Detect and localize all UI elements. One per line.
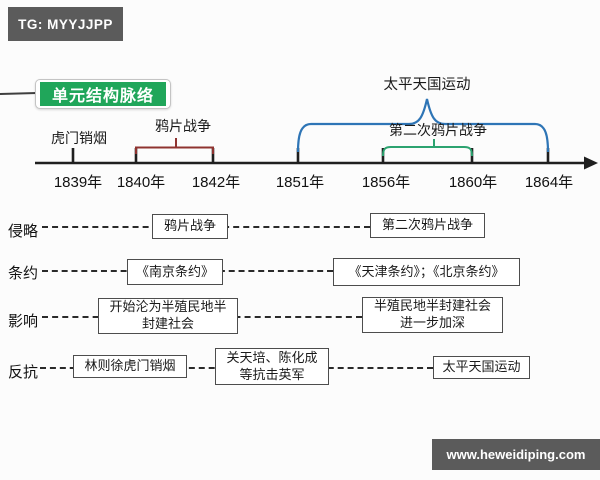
watermark-top-badge: TG: MYYJJPP bbox=[8, 7, 123, 41]
box-line: 太平天国运动 bbox=[442, 359, 521, 375]
year-label-1851: 1851年 bbox=[275, 174, 325, 191]
box-semi-colonial-deepen: 半殖民地半封建社会 进一步加深 bbox=[362, 297, 503, 333]
box-line: 等抗击英军 bbox=[239, 366, 305, 382]
opium-war-label: 鸦片战争 bbox=[155, 118, 211, 134]
opium-war-bracket bbox=[135, 138, 214, 154]
box-semi-colonial-begin: 开始沦为半殖民地半 封建社会 bbox=[98, 298, 238, 334]
taiping-label: 太平天国运动 bbox=[383, 77, 471, 93]
timeline-ticks bbox=[71, 148, 550, 163]
year-label-1840: 1840年 bbox=[116, 174, 166, 191]
unit-title-node: 单元结构脉络 bbox=[35, 79, 171, 109]
box-guan-tianpei: 关天培、陈化成 等抗击英军 bbox=[215, 348, 329, 385]
box-line: 关天培、陈化成 bbox=[226, 349, 318, 365]
year-label-1842: 1842年 bbox=[191, 174, 241, 191]
year-label-1860: 1860年 bbox=[448, 174, 498, 191]
row-label-aggression: 侵略 bbox=[8, 223, 39, 240]
humen-event-label: 虎门销烟 bbox=[51, 130, 107, 146]
box-line: 半殖民地半封建社会 bbox=[373, 298, 491, 314]
box-line: 鸦片战争 bbox=[163, 218, 216, 234]
year-label-1864: 1864年 bbox=[524, 174, 574, 191]
box-tianjin-beijing-treaty: 《天津条约》；《北京条约》 bbox=[333, 258, 520, 286]
box-second-opium-war: 第二次鸦片战争 bbox=[370, 213, 485, 238]
title-connector-line bbox=[0, 92, 38, 95]
box-line: 林则徐虎门销烟 bbox=[84, 358, 176, 374]
unit-title-label: 单元结构脉络 bbox=[40, 82, 166, 106]
second-opium-war-label: 第二次鸦片战争 bbox=[389, 122, 487, 138]
row-label-resistance: 反抗 bbox=[8, 364, 39, 381]
box-line: 封建社会 bbox=[141, 316, 194, 331]
row-label-impact: 影响 bbox=[8, 313, 39, 330]
box-taiping-movement: 太平天国运动 bbox=[433, 356, 530, 379]
year-label-1839: 1839年 bbox=[53, 174, 103, 191]
box-line: 开始沦为半殖民地半 bbox=[109, 299, 227, 315]
second-opium-war-brace bbox=[382, 139, 473, 157]
box-line: 《南京条约》 bbox=[135, 263, 214, 279]
box-lin-zexu: 林则徐虎门销烟 bbox=[73, 355, 187, 378]
timeline-arrowhead-icon bbox=[584, 156, 598, 170]
box-line: 《天津条约》；《北京条约》 bbox=[348, 263, 505, 279]
taiping-brace bbox=[296, 98, 550, 153]
year-label-1856: 1856年 bbox=[361, 174, 411, 191]
row-label-treaties: 条约 bbox=[8, 265, 39, 282]
box-line: 第二次鸦片战争 bbox=[381, 217, 473, 233]
watermark-bottom-badge: www.heweidiping.com bbox=[432, 439, 600, 470]
box-line: 进一步加深 bbox=[399, 315, 465, 330]
box-opium-war: 鸦片战争 bbox=[152, 214, 228, 239]
box-nanjing-treaty: 《南京条约》 bbox=[127, 259, 223, 285]
